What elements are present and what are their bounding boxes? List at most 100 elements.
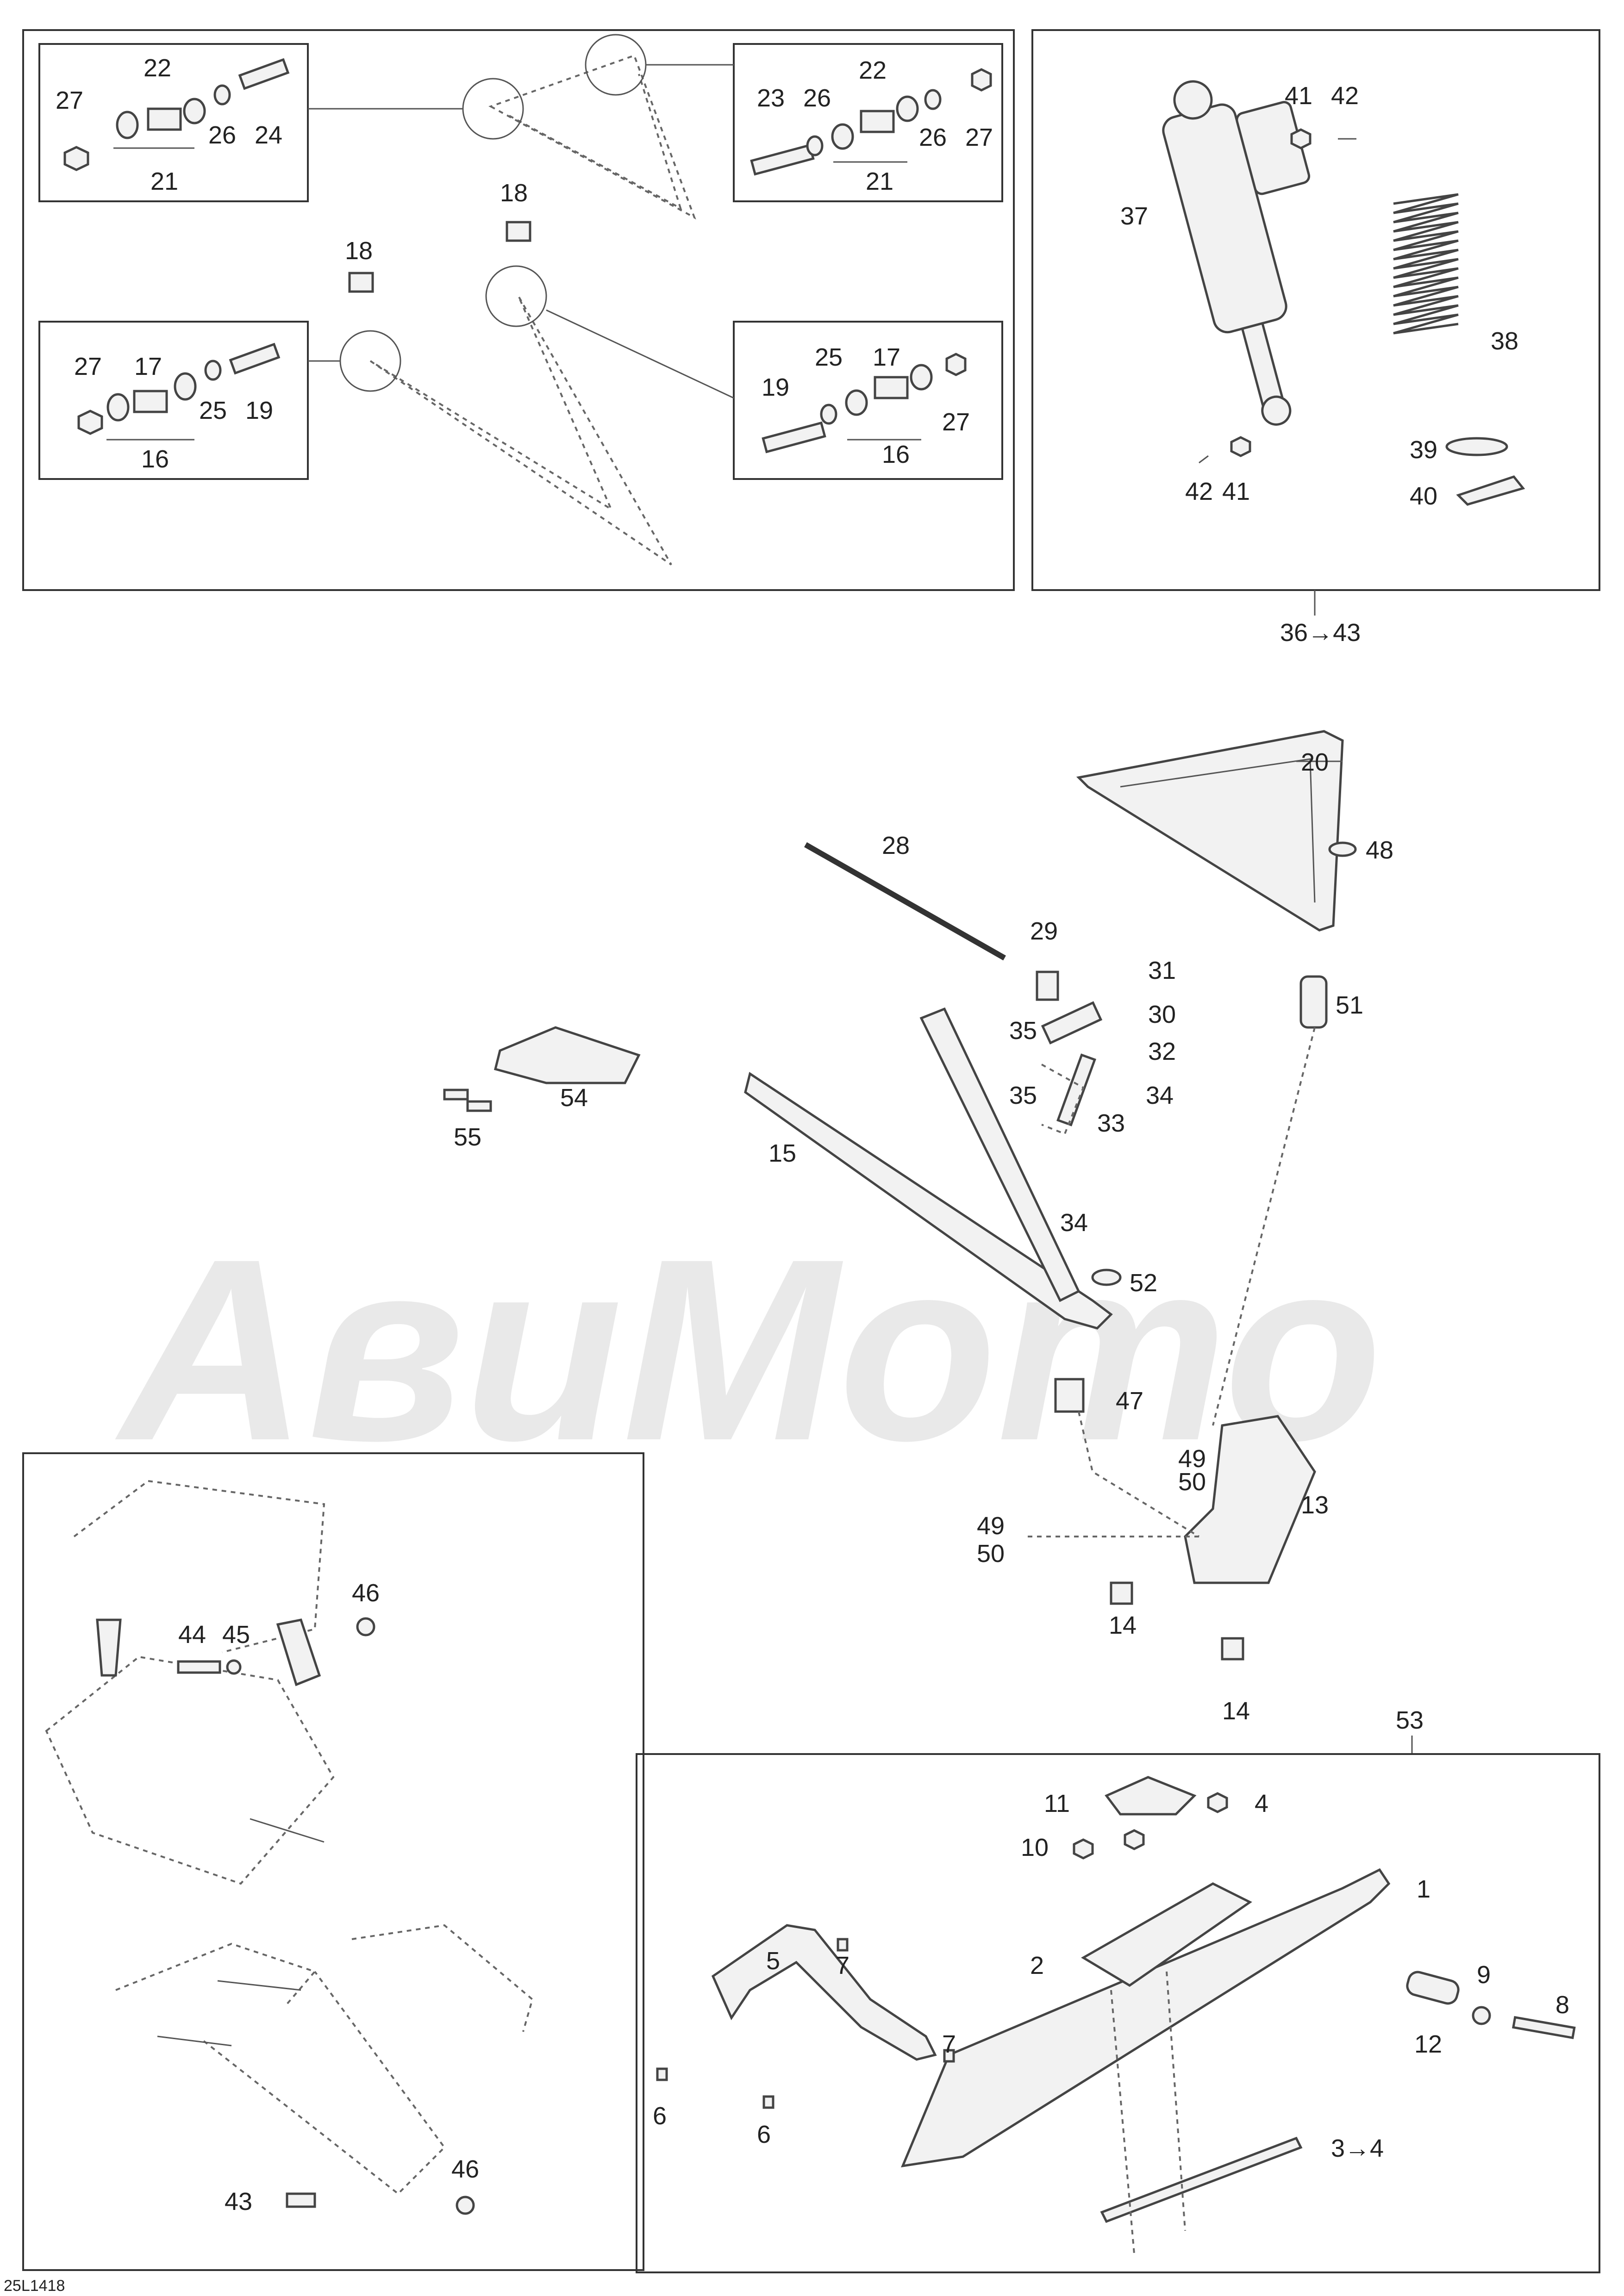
leader-lower-right (546, 309, 734, 399)
nut-10 (1073, 1838, 1094, 1860)
nut-46a (356, 1617, 375, 1636)
panel-arm-pivot-hardware: 27 22 26 24 21 23 26 22 26 27 21 18 18 2… (22, 29, 1015, 591)
bolt-24 (238, 58, 290, 90)
bolt-43 (286, 2192, 316, 2208)
hardware-upper-left (63, 58, 290, 171)
bolt-6b (762, 2095, 775, 2109)
nut-41b (1230, 436, 1251, 457)
runner-3 (1100, 2136, 1303, 2223)
label-25b: 25 (815, 343, 843, 371)
shock-eye-upper (1173, 80, 1213, 120)
panel-frame-ski (636, 1753, 1600, 2273)
label-13: 13 (1301, 1491, 1329, 1519)
label-9: 9 (1477, 1961, 1491, 1989)
ring-52 (1091, 1269, 1122, 1286)
label-14b: 14 (1222, 1697, 1250, 1725)
label-14a: 14 (1109, 1612, 1137, 1639)
label-44: 44 (178, 1621, 206, 1649)
nut-27 (63, 146, 89, 171)
assembly-line-ski-b (1166, 1971, 1186, 2231)
label-6b: 6 (757, 2121, 771, 2148)
label-41: 41 (1285, 82, 1312, 110)
panel-frame-attachment: 46 44 45 46 43 (22, 1452, 644, 2271)
label-29: 29 (1030, 917, 1058, 945)
label-2: 2 (1030, 1952, 1044, 1979)
upper-arm-20-inner (1120, 758, 1316, 903)
arrow-1 (250, 1818, 325, 1843)
washer-9 (1472, 2006, 1491, 2025)
shock-eye-lower (1261, 395, 1292, 426)
label-54: 54 (560, 1084, 588, 1112)
arrow-3 (157, 2035, 232, 2047)
main-exploded-view: 20 28 48 29 31 51 30 35 32 35 34 33 54 5… (443, 730, 1393, 1725)
washer-26c (924, 89, 942, 110)
pivot-circle-lower-right (485, 265, 547, 327)
label-47: 47 (1116, 1387, 1143, 1415)
nut-4 (1207, 1792, 1228, 1813)
label-41b: 41 (1222, 478, 1250, 505)
label-51: 51 (1336, 991, 1363, 1019)
panel-shock-absorber: 41 42 37 38 39 40 42 41 36→43 (1031, 29, 1600, 647)
label-34: 34 (1146, 1082, 1174, 1109)
frame-lower-outline (115, 1942, 317, 2005)
label-52: 52 (1130, 1269, 1157, 1297)
label-49b: 49 (977, 1512, 1005, 1540)
sway-bar-28 (804, 842, 1006, 961)
label-17b: 17 (873, 343, 900, 371)
label-27: 27 (56, 87, 83, 114)
subbox-lower-left (38, 321, 309, 480)
bolt-7a (837, 1938, 849, 1952)
label-46b: 46 (451, 2155, 479, 2183)
assembly-line-ski-a (1110, 1990, 1135, 2254)
label-8: 8 (1555, 1991, 1569, 2019)
subbox-upper-left (38, 43, 309, 202)
bracket-30 (1041, 1001, 1103, 1045)
label-17: 17 (134, 353, 162, 380)
label-7b: 7 (942, 2030, 956, 2058)
bolt-7b (943, 2049, 955, 2063)
label-4: 4 (1255, 1790, 1268, 1817)
nut-27c (77, 410, 103, 435)
label-55: 55 (454, 1123, 481, 1151)
lower-arm-15b (919, 1007, 1081, 1302)
arm-outline-b (203, 1971, 446, 2195)
frame-body-outline (45, 1655, 335, 1885)
label-42: 42 (1331, 82, 1359, 110)
washer-25b (820, 404, 837, 425)
ski-pad-11 (1105, 1776, 1197, 1816)
sleeve-22 (147, 107, 182, 131)
label-19b: 19 (762, 373, 789, 401)
label-10: 10 (1021, 1834, 1049, 1861)
bushing-16 (106, 393, 130, 422)
label-45: 45 (222, 1621, 250, 1649)
bushing-16d (910, 364, 933, 391)
bushing-14b (1221, 1637, 1244, 1661)
label-15: 15 (768, 1139, 796, 1167)
pivot-circle-right (585, 34, 647, 96)
ball-joint-47 (1054, 1378, 1085, 1413)
label-37: 37 (1120, 202, 1148, 230)
subbox-lower-right (733, 321, 1003, 480)
lower-arm-15a (744, 1071, 1113, 1330)
bolt-55a (443, 1089, 469, 1101)
label-20: 20 (1301, 748, 1329, 776)
label-11: 11 (1044, 1790, 1070, 1817)
assembly-line-47 (1078, 1411, 1200, 1537)
upper-arm-20 (1076, 730, 1344, 932)
label-34b: 34 (1060, 1209, 1088, 1237)
spindle-13 (1184, 1415, 1316, 1584)
label-21b: 21 (866, 168, 893, 195)
label-27c: 27 (74, 353, 102, 380)
label-50b: 50 (977, 1540, 1005, 1568)
arrow-2 (217, 1980, 301, 1991)
label-39: 39 (1410, 436, 1437, 464)
bolt-23 (750, 143, 815, 176)
ski-leg-2 (1081, 1882, 1252, 1987)
label-25: 25 (199, 397, 227, 424)
lower-arm-outline (369, 296, 672, 566)
watermark-text: АвиМото (112, 1205, 1382, 1494)
label-1: 1 (1417, 1875, 1430, 1903)
ski-1 (900, 1868, 1391, 2168)
nut-41 (1290, 128, 1312, 149)
